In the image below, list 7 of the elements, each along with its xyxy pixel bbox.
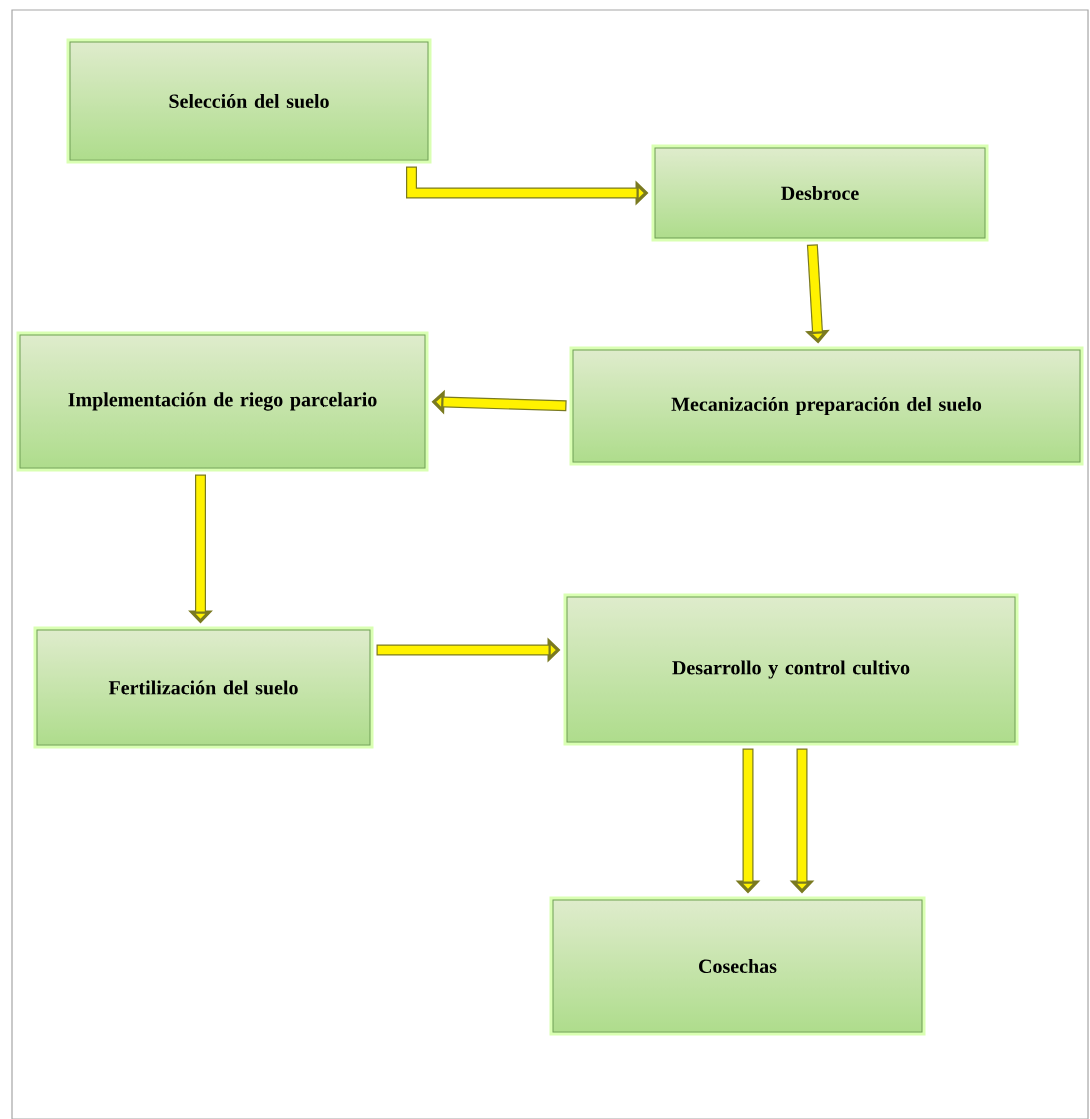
- process-box: Mecanización preparación del suelo: [569, 346, 1084, 466]
- process-box: Cosechas: [549, 896, 926, 1036]
- process-box: Desarrollo y control cultivo: [563, 593, 1019, 746]
- process-box: Desbroce: [651, 144, 989, 242]
- process-box: Selección del suelo: [66, 38, 432, 164]
- process-box: Implementación de riego parcelario: [16, 331, 429, 472]
- process-box: Fertilización del suelo: [33, 626, 374, 749]
